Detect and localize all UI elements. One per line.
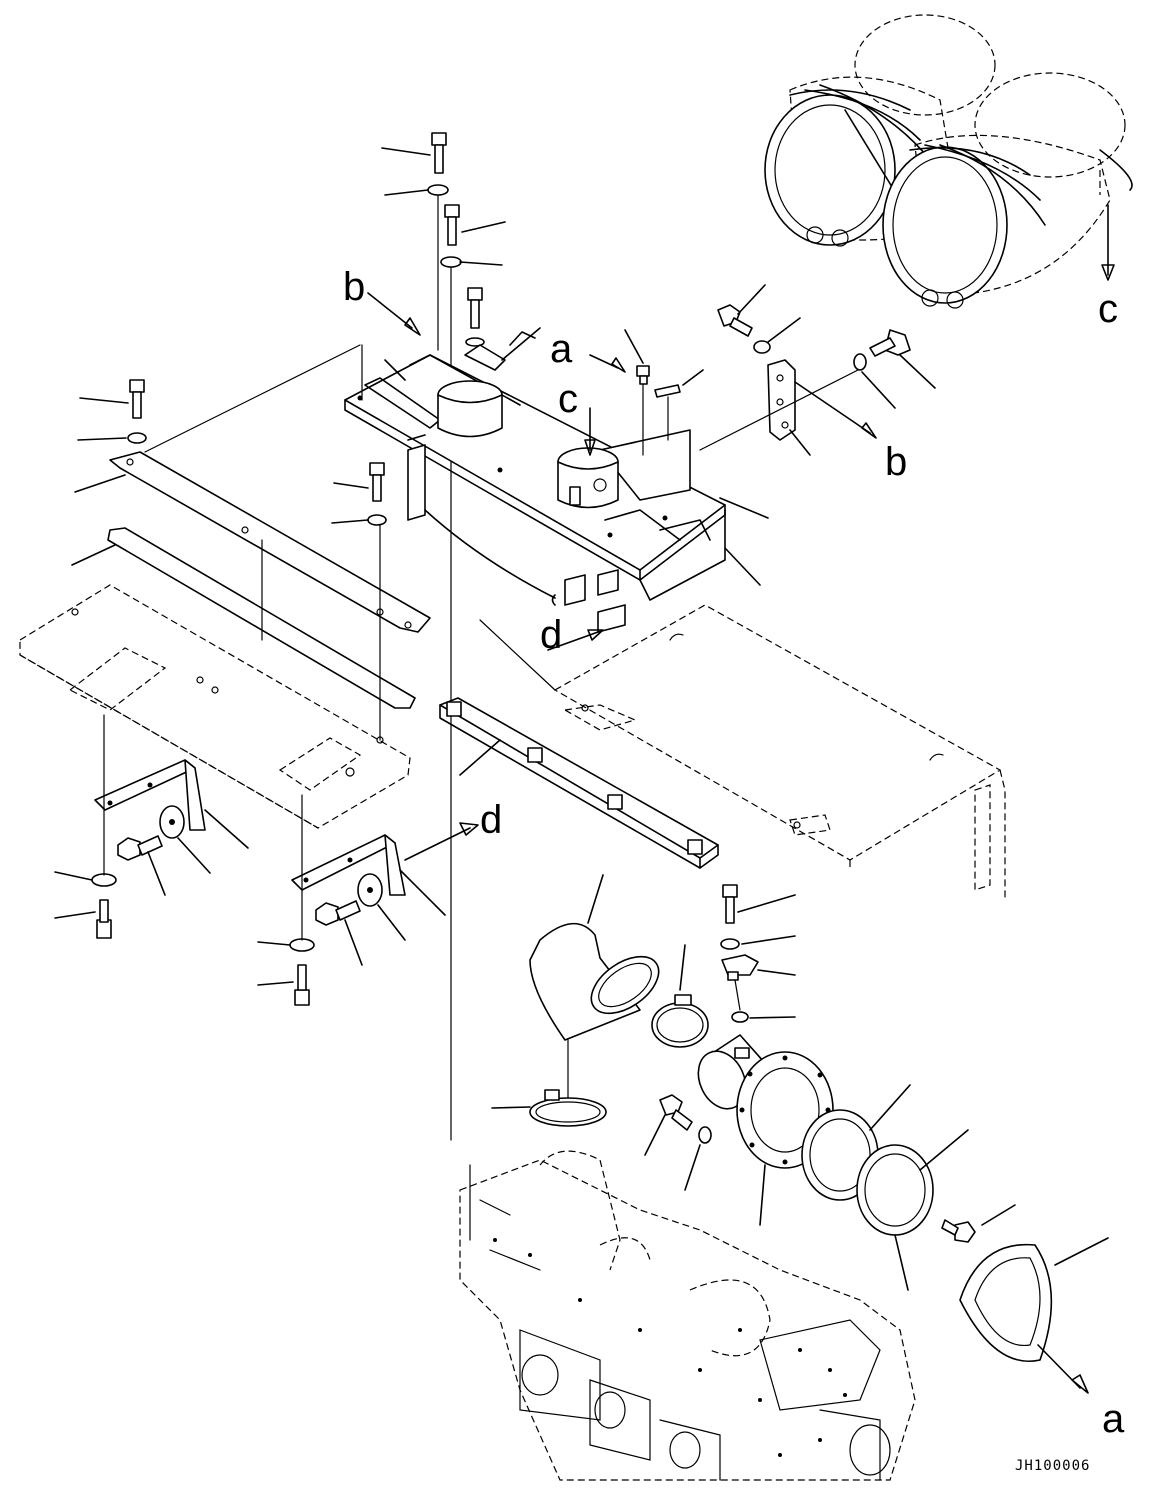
side-bracket-b	[699, 284, 936, 456]
callout-a-bottom: a	[1102, 1397, 1125, 1441]
callout-c-center: c	[558, 377, 578, 421]
callout-b-top: b	[343, 265, 365, 309]
base-plate-phantom-left	[19, 584, 411, 829]
muffler-mounting-bracket	[344, 331, 726, 633]
leader-lines-bracket	[367, 292, 769, 651]
callout-c-right: c	[1098, 287, 1118, 331]
center-rail-assembly	[439, 697, 719, 869]
floor-panel-phantom-right	[479, 604, 1006, 900]
elbow-pipe-and-clamps	[491, 874, 709, 1127]
callout-d-left: d	[480, 798, 502, 842]
drawing-code: JH100006	[1015, 1458, 1090, 1474]
muffler-assembly-phantom	[764, 14, 1133, 309]
bolt-washer-stack-top	[381, 132, 506, 1141]
small-fasteners-center	[624, 329, 704, 456]
callout-b-right: b	[885, 440, 907, 484]
flanged-pipe-and-gaskets	[644, 1034, 1109, 1394]
sensor-fittings	[720, 884, 796, 1023]
callout-a-top: a	[550, 327, 573, 371]
l-brackets-left	[54, 714, 479, 1006]
mounting-bars-left	[71, 344, 431, 741]
callout-d-center: d	[540, 613, 562, 657]
callout-labels: b a c b c d d a	[343, 265, 1125, 1441]
engine-phantom-bottom	[459, 1150, 916, 1481]
